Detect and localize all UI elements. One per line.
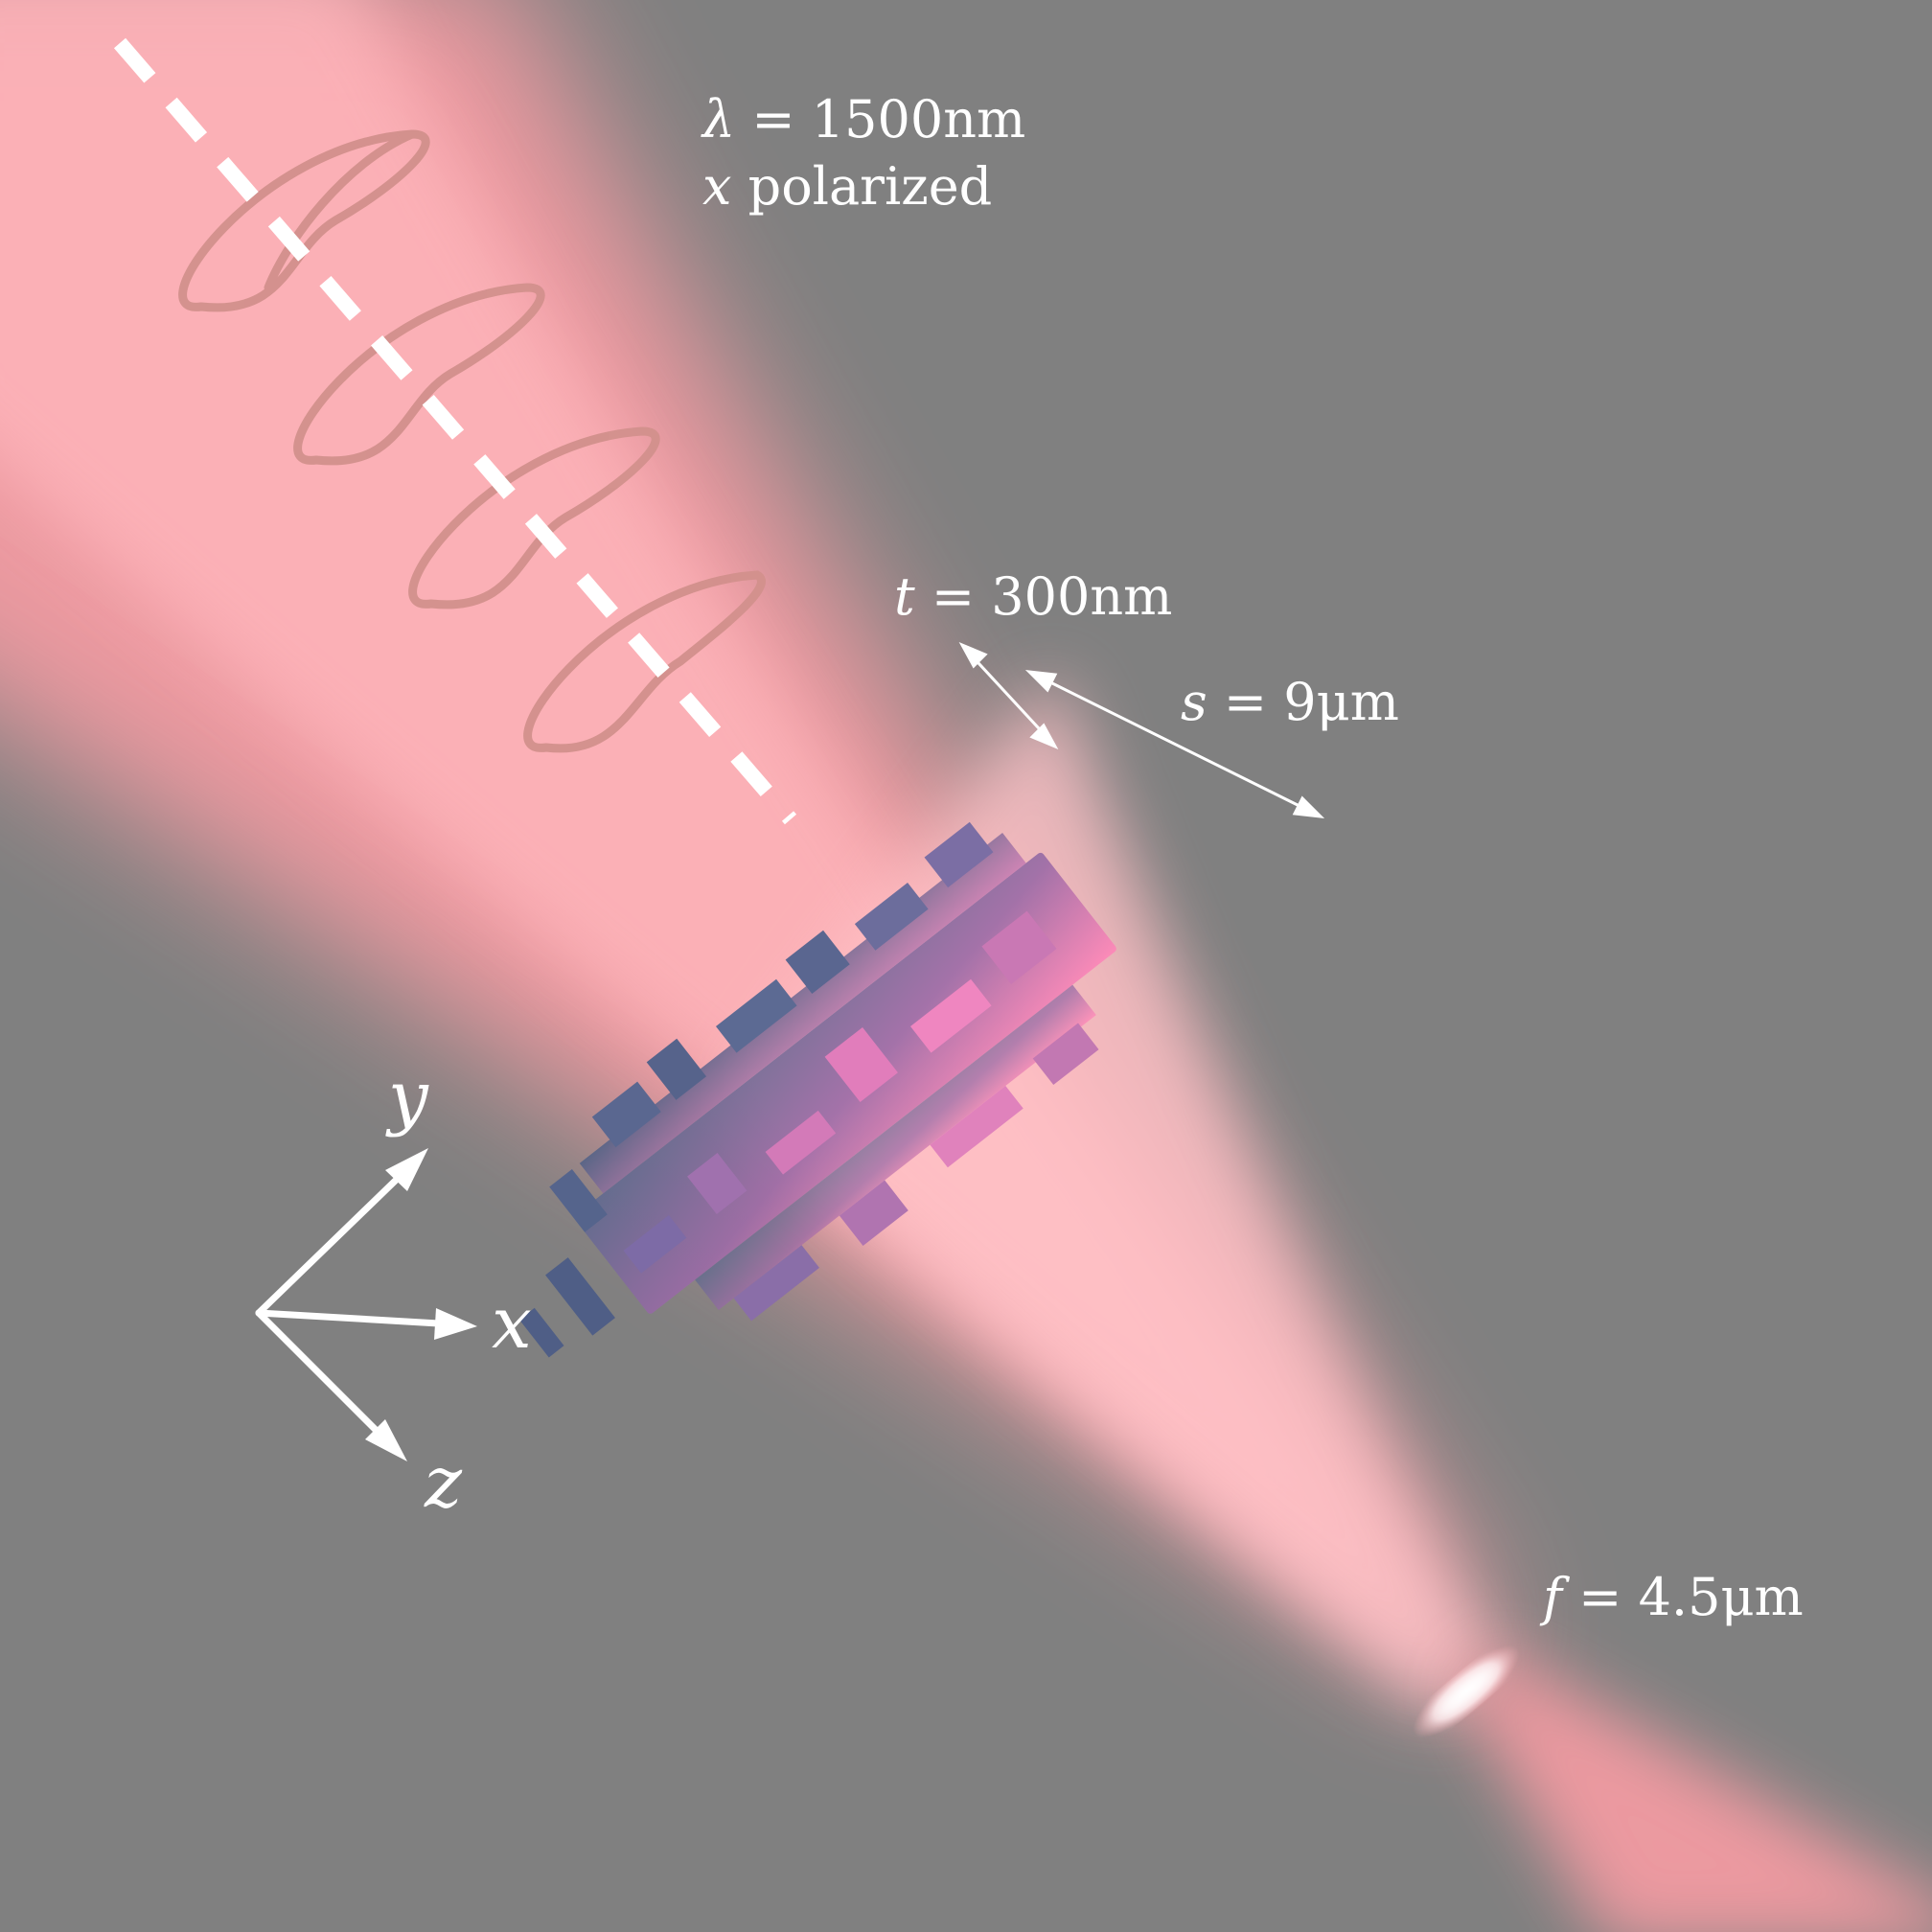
y-axis-label: y	[388, 1056, 428, 1138]
focal-value: = 4.5μm	[1562, 1567, 1804, 1627]
thickness-arrow	[966, 650, 1051, 742]
wavelength-symbol: λ	[702, 89, 736, 150]
wavelength-label: λ = 1500nm	[702, 94, 1025, 146]
beam-after-focus	[1457, 1648, 1932, 1932]
focal-label: f = 4.5μm	[1543, 1572, 1804, 1623]
thickness-arrowhead-start	[958, 641, 988, 669]
coordinate-axes	[255, 1148, 477, 1461]
propagation-axis	[113, 37, 797, 825]
wavelength-value: = 1500nm	[735, 89, 1026, 150]
dimension-arrows	[958, 641, 1325, 818]
x-axis-arrowhead	[434, 1308, 477, 1340]
y-axis-arrowhead	[385, 1148, 428, 1191]
polarization-label: x polarized	[702, 161, 992, 213]
focal-spot-core	[1435, 1664, 1498, 1719]
y-axis-line	[255, 1161, 416, 1317]
z-axis-arrowhead	[365, 1419, 407, 1461]
thickness-label: t = 300nm	[894, 571, 1172, 623]
polarization-symbol: x	[702, 156, 732, 217]
thickness-symbol: t	[894, 566, 915, 627]
x-axis-line	[255, 1309, 459, 1328]
size-arrowhead-end	[1292, 795, 1325, 818]
thickness-arrowhead-end	[1029, 723, 1059, 750]
z-axis-line	[255, 1309, 394, 1448]
focal-symbol: f	[1543, 1567, 1562, 1627]
size-label: s = 9μm	[1181, 677, 1399, 728]
z-axis-label: z	[425, 1441, 462, 1524]
size-arrowhead-start	[1024, 670, 1058, 693]
thickness-value: = 300nm	[914, 566, 1173, 627]
polarization-wave	[178, 129, 766, 753]
polarization-value: polarized	[731, 156, 993, 217]
metastructure	[518, 821, 1116, 1358]
size-arrow	[1036, 674, 1314, 815]
size-symbol: s	[1181, 672, 1208, 732]
size-value: = 9μm	[1207, 672, 1399, 732]
x-axis-label: x	[492, 1282, 532, 1365]
